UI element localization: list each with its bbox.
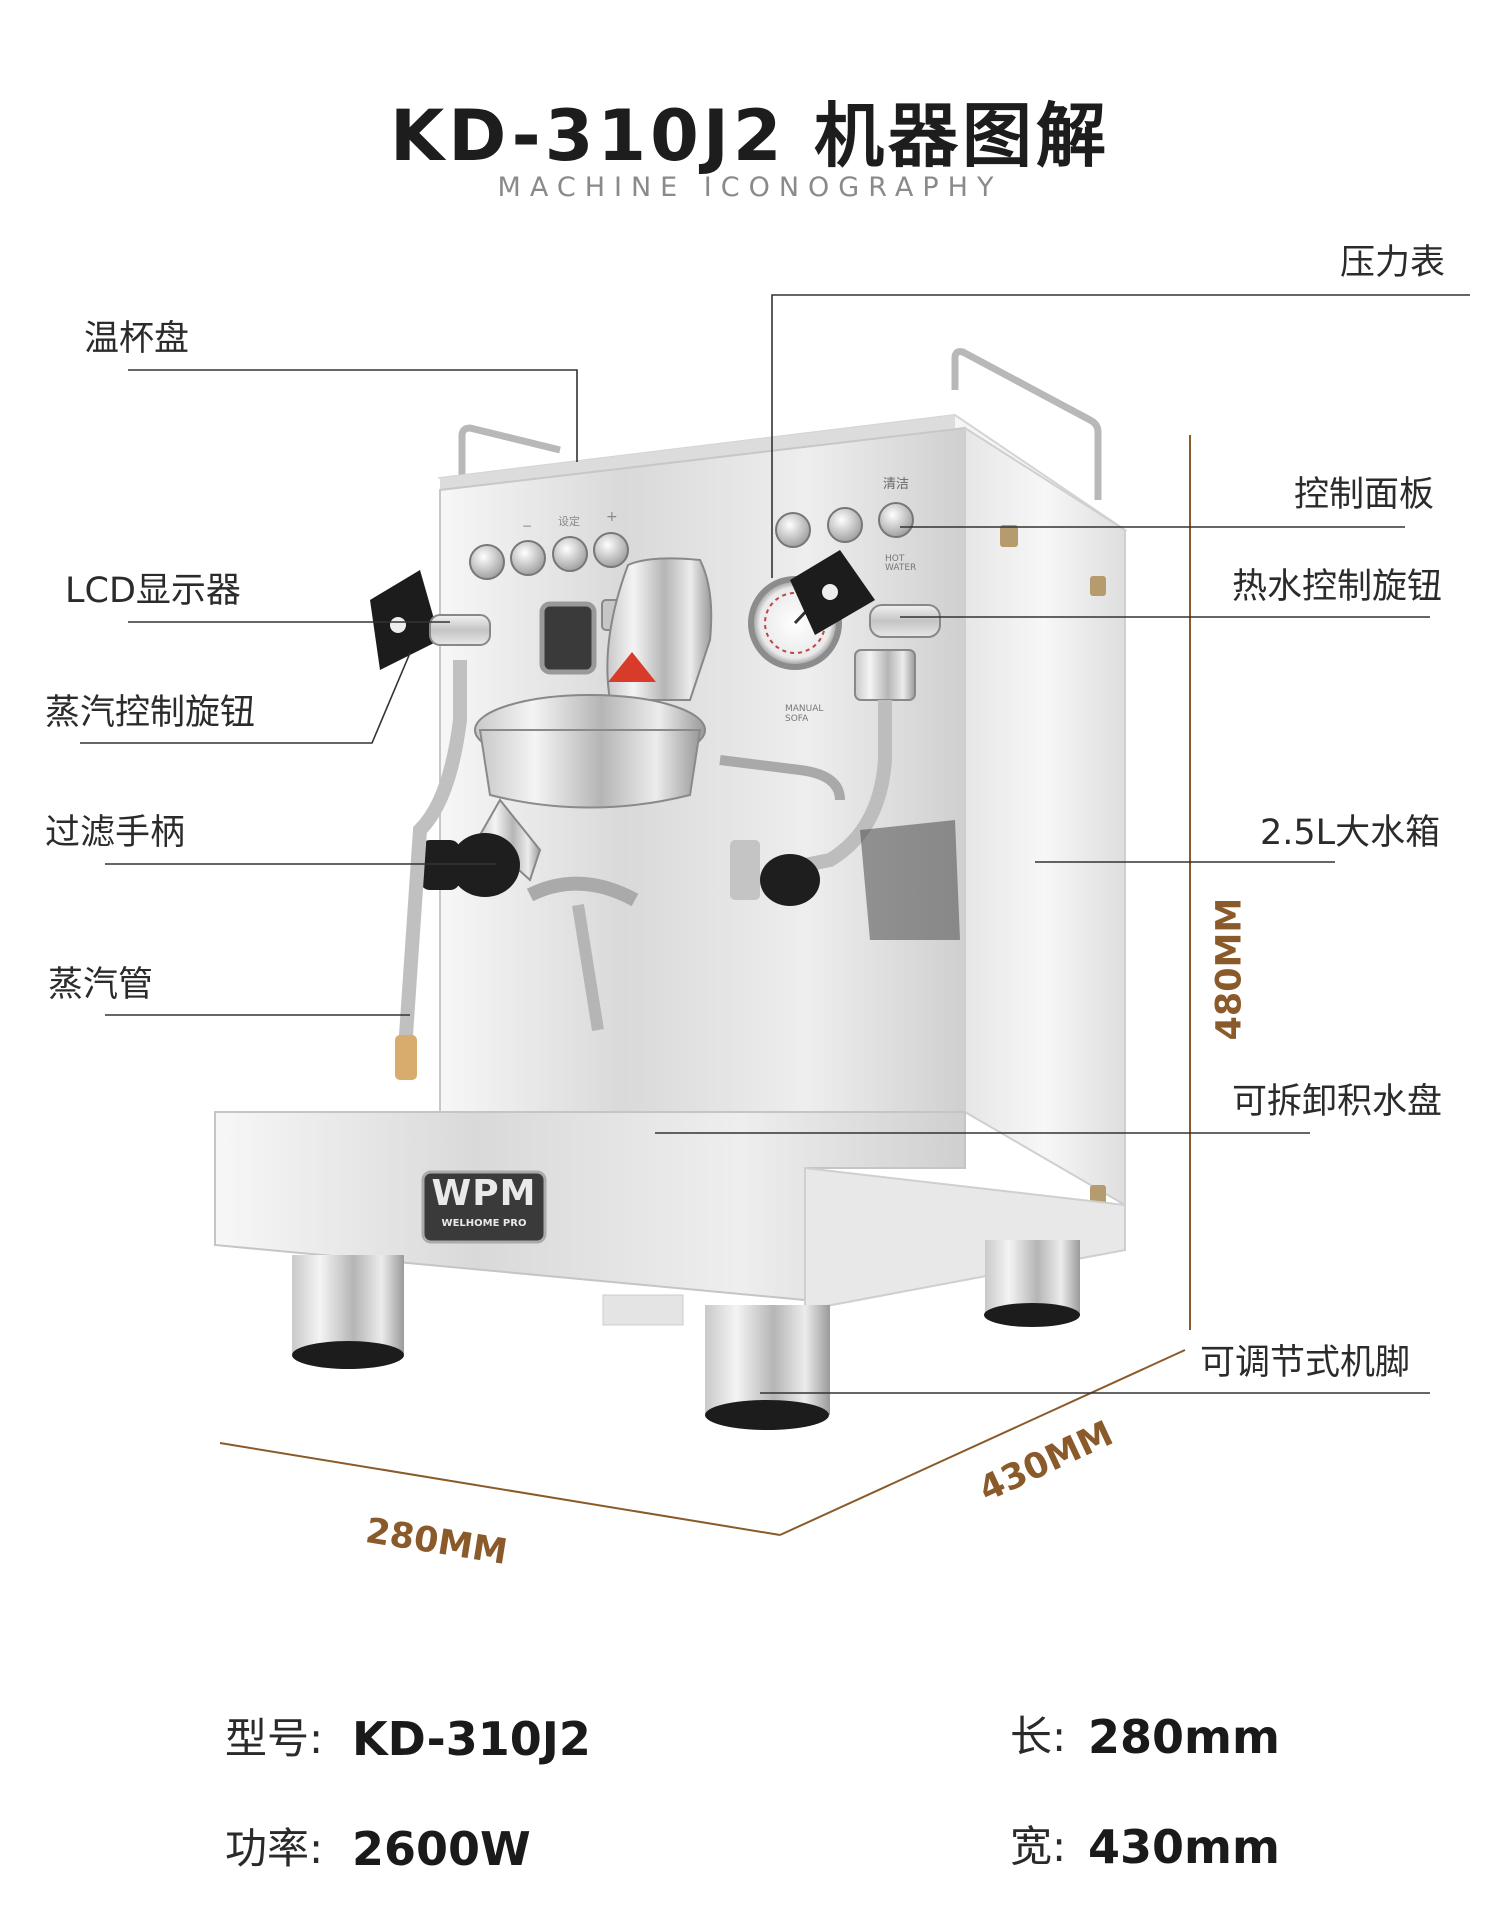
spec-length-value: 280mm bbox=[1088, 1710, 1280, 1764]
hot-water-label: HOT WATER bbox=[885, 554, 917, 573]
water-tank-window bbox=[860, 820, 960, 940]
page-subtitle: MACHINE ICONOGRAPHY bbox=[497, 172, 1003, 203]
callout-steam-knob: 蒸汽控制旋钮 bbox=[45, 693, 256, 733]
steam-wand bbox=[398, 660, 467, 1051]
control-buttons-left bbox=[469, 532, 629, 580]
callout-drip-tray: 可拆卸积水盘 bbox=[1232, 1082, 1443, 1122]
callout-portafilter: 过滤手柄 bbox=[45, 813, 186, 853]
spec-length-key: 长: bbox=[1010, 1712, 1067, 1761]
cup-rail-right bbox=[951, 348, 1102, 500]
warning-triangle bbox=[608, 652, 656, 682]
spec-model-key: 型号: bbox=[225, 1714, 324, 1763]
callout-water-tank: 2.5L大水箱 bbox=[1260, 813, 1441, 853]
callout-hot-water-knob: 热水控制旋钮 bbox=[1232, 567, 1443, 607]
callout-adjustable-feet: 可调节式机脚 bbox=[1200, 1343, 1411, 1383]
brand-logo: WPM bbox=[431, 1173, 537, 1214]
spec-power-value: 2600W bbox=[352, 1822, 531, 1876]
spec-width-key: 宽: bbox=[1010, 1822, 1067, 1871]
steam-knob bbox=[370, 570, 440, 670]
control-buttons-right bbox=[775, 502, 914, 548]
callout-steam-wand: 蒸汽管 bbox=[48, 965, 154, 1005]
page-title: KD-310J2 机器图解 bbox=[390, 95, 1110, 177]
callout-lcd-display: LCD显示器 bbox=[65, 571, 241, 611]
lcd-display bbox=[539, 601, 597, 675]
bolt bbox=[1090, 576, 1106, 596]
leader-lines bbox=[80, 294, 1470, 1394]
callout-pressure-gauge: 压力表 bbox=[1340, 243, 1446, 283]
spec-power-key: 功率: bbox=[225, 1824, 324, 1873]
side-panel bbox=[964, 426, 1126, 1207]
top-lid-edge bbox=[440, 415, 955, 492]
machine-feet bbox=[292, 1240, 1080, 1430]
hot-water-wand bbox=[778, 700, 892, 877]
panel-label-set: 设定 bbox=[558, 515, 580, 528]
clean-label: 清洁 bbox=[883, 477, 910, 492]
panel-label-plus: + bbox=[606, 509, 618, 525]
spout-pipe bbox=[572, 904, 604, 1031]
bolt bbox=[1000, 525, 1018, 547]
bolt bbox=[1090, 1185, 1106, 1205]
callout-cup-warmer: 温杯盘 bbox=[84, 319, 190, 359]
dimension-lines bbox=[219, 435, 1191, 1536]
spec-model-value: KD-310J2 bbox=[352, 1712, 591, 1766]
portafilter-handle bbox=[450, 833, 520, 897]
brand-badge bbox=[421, 1170, 547, 1244]
dimension-height: 480MM bbox=[1209, 897, 1250, 1041]
portafilter-basket bbox=[478, 729, 702, 809]
spec-width-value: 430mm bbox=[1088, 1820, 1280, 1874]
steam-manual-label: MANUAL SOFA bbox=[785, 704, 824, 724]
panel-label-minus: − bbox=[522, 519, 533, 533]
spout bbox=[526, 876, 639, 907]
callout-control-panel: 控制面板 bbox=[1294, 475, 1435, 515]
cup-rail-left bbox=[458, 424, 561, 475]
brand-logo-sub: WELHOME PRO bbox=[441, 1218, 527, 1229]
